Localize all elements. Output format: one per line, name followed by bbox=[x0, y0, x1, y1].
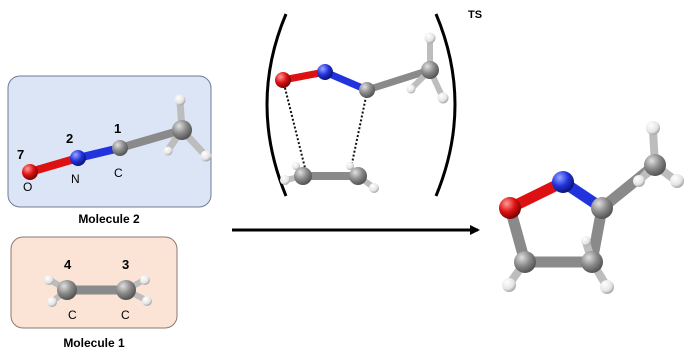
hydrogen-atom bbox=[646, 121, 660, 135]
atom-symbol-label: C bbox=[68, 308, 77, 322]
carbon-atom bbox=[172, 120, 192, 140]
hydrogen-atom bbox=[174, 94, 186, 106]
carbon-atom bbox=[359, 82, 375, 98]
carbon-atom bbox=[581, 251, 603, 273]
atom-symbol-label: C bbox=[114, 166, 123, 180]
transition-state-model bbox=[275, 32, 449, 193]
hydrogen-atom bbox=[346, 162, 354, 170]
molecule2-box bbox=[7, 75, 212, 208]
hydrogen-atom bbox=[633, 175, 645, 187]
molecule1-model bbox=[44, 275, 152, 307]
hydrogen-atom bbox=[163, 146, 173, 156]
atom-number-label: 7 bbox=[17, 147, 24, 162]
oxygen-atom bbox=[499, 197, 521, 219]
nitrogen-atom bbox=[317, 64, 333, 80]
hydrogen-atom bbox=[142, 296, 152, 306]
atom-number-label: 1 bbox=[114, 121, 121, 136]
hydrogen-atom bbox=[44, 275, 54, 285]
ts-label: TS bbox=[468, 9, 482, 21]
hydrogen-atom bbox=[140, 275, 150, 285]
carbon-atom bbox=[116, 280, 136, 300]
hydrogen-atom bbox=[292, 162, 300, 170]
right-bracket bbox=[434, 13, 457, 197]
hydrogen-atom bbox=[581, 236, 591, 246]
molecule2-caption: Molecule 2 bbox=[78, 212, 140, 226]
hydrogen-atom bbox=[437, 92, 449, 104]
molecule2-model bbox=[22, 94, 212, 180]
hydrogen-atom bbox=[600, 280, 614, 294]
atom-symbol-label: C bbox=[121, 308, 130, 322]
carbon-atom bbox=[421, 61, 439, 79]
oxygen-atom bbox=[275, 72, 291, 88]
molecule1-caption: Molecule 1 bbox=[63, 336, 125, 350]
hydrogen-atom bbox=[47, 297, 57, 307]
carbon-atom bbox=[514, 251, 536, 273]
atom-number-label: 3 bbox=[122, 257, 129, 272]
product-model bbox=[499, 121, 684, 294]
carbon-atom bbox=[644, 154, 666, 176]
atom-symbol-label: O bbox=[23, 180, 32, 194]
hydrogen-atom bbox=[200, 150, 212, 162]
hydrogen-atom bbox=[670, 174, 684, 188]
nitrogen-atom bbox=[552, 171, 574, 193]
carbon-atom bbox=[349, 167, 367, 185]
carbon-atom bbox=[591, 197, 613, 219]
hydrogen-atom bbox=[280, 175, 290, 185]
atom-number-label: 4 bbox=[64, 257, 72, 272]
hydrogen-atom bbox=[406, 84, 416, 94]
carbon-atom bbox=[57, 280, 77, 300]
carbon-atom bbox=[294, 167, 312, 185]
hydrogen-atom bbox=[424, 32, 436, 44]
atom-symbol-label: N bbox=[71, 172, 80, 186]
molecule1-box bbox=[10, 236, 178, 329]
left-bracket bbox=[265, 13, 288, 197]
atom-number-label: 2 bbox=[66, 131, 73, 146]
hydrogen-atom bbox=[369, 183, 379, 193]
carbon-atom bbox=[112, 140, 128, 156]
nitrogen-atom bbox=[70, 150, 86, 166]
oxygen-atom bbox=[22, 164, 38, 180]
hydrogen-atom bbox=[502, 278, 516, 292]
